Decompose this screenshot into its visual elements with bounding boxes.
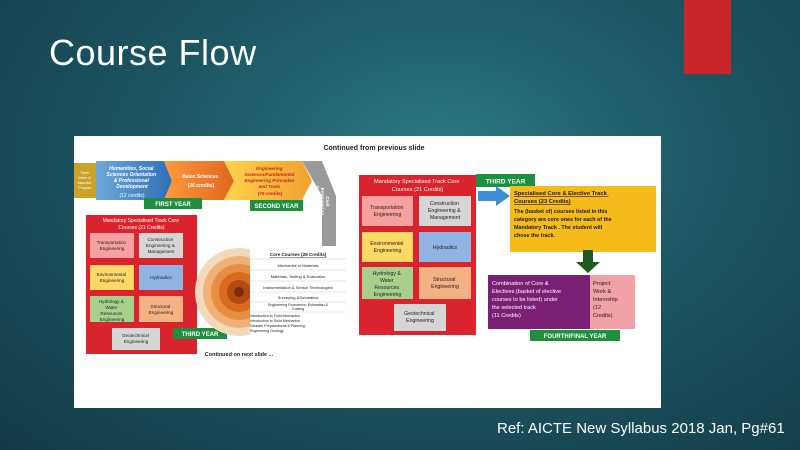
svg-text:Construction Engineering: Construction Engineering & Management	[146, 237, 176, 254]
svg-text:FIRST YEAR: FIRST YEAR	[155, 202, 191, 208]
svg-text:Humanities, Social Scien: Humanities, Social Sciences Orientation …	[106, 166, 157, 190]
svg-text:Geotechnical Engineering: Geotechnical Engineering	[122, 333, 150, 344]
right-hydraulics-box: Hydraulics	[419, 232, 471, 262]
induction-box: Three Week of Induction Program	[74, 163, 96, 198]
blue-arrow	[478, 186, 510, 206]
svg-text:Environmental Engineerin: Environmental Engineering	[370, 241, 405, 254]
svg-text:Costing: Costing	[292, 307, 304, 311]
svg-text:Structural Engineering: Structural Engineering	[431, 277, 459, 290]
svg-text:Core Courses (28 Credits): Core Courses (28 Credits)	[270, 252, 327, 257]
course-flow-figure: Continued from previous slide Three Week…	[74, 136, 661, 408]
svg-text:Hydrology & Water: Hydrology & Water Resources Engineering	[373, 271, 403, 298]
svg-text:Transportation Engineeri: Transportation Engineering	[97, 240, 128, 251]
green-down-arrow	[576, 250, 600, 273]
civil-core-chevron: Civil Engineering Core Courses (28 Credi…	[302, 161, 336, 246]
svg-text:Mandatory Specialised Track Co: Mandatory Specialised Track Core Courses…	[103, 218, 181, 231]
svg-text:Construction Engineering: Construction Engineering & Management	[428, 201, 462, 221]
right-environmental-box: Environmental Engineering	[362, 232, 413, 262]
svg-text:Engineering Sciences/Fun: Engineering Sciences/Fundamental Enginee…	[244, 166, 295, 196]
svg-text:Materials, Testing & Evaluatio: Materials, Testing & Evaluation	[271, 274, 326, 279]
svg-text:Combination of Core & El: Combination of Core & Electives (basket …	[492, 281, 563, 319]
continued-from-label: Continued from previous slide	[323, 145, 424, 152]
svg-text:Three Week of Indu: Three Week of Induction Program	[78, 171, 93, 190]
course-flow-diagram: Continued from previous slide Three Week…	[74, 145, 656, 358]
svg-text:Structural Engineering: Structural Engineering	[149, 304, 174, 315]
right-structural-box: Structural Engineering	[419, 267, 471, 299]
svg-text:Disaster Preparedness & Planni: Disaster Preparedness & Planning	[250, 324, 305, 328]
left-construction-box: Construction Engineering & Management	[139, 233, 183, 258]
elective-track-box: Specialised Core & Elective Track Course…	[510, 186, 656, 252]
accent-bar	[684, 0, 731, 74]
combination-box: Combination of Core & Electives (basket …	[488, 275, 590, 329]
left-hydraulics-box: Hydraulics	[139, 265, 183, 290]
svg-text:Hydrology & Water: Hydrology & Water Resources Engineering	[99, 299, 125, 322]
svg-text:Civil Engineering: Civil Engineering Core Courses (28 Credi…	[309, 186, 330, 219]
svg-text:FOURTH/FINAL YEAR: FOURTH/FINAL YEAR	[544, 334, 607, 340]
svg-text:Specialised Core & Elective Tr: Specialised Core & Elective Track Course…	[514, 191, 608, 205]
svg-text:Project Work & Int: Project Work & Internship (12 Credits)	[593, 281, 619, 319]
right-third-year-label: THIRD YEAR	[476, 174, 535, 187]
svg-text:Engineering Economics, Estimat: Engineering Economics, Estimation &	[268, 303, 329, 307]
right-hydrology-box: Hydrology & Water Resources Engineering	[362, 267, 413, 299]
svg-text:Hydraulics: Hydraulics	[150, 275, 172, 280]
svg-text:Transportation Engineeri: Transportation Engineering	[370, 205, 405, 218]
fourth-year-label: FOURTH/FINAL YEAR	[530, 330, 620, 341]
svg-text:THIRD YEAR: THIRD YEAR	[182, 332, 219, 338]
left-hydrology-box: Hydrology & Water Resources Engineering	[90, 296, 134, 322]
svg-text:(12 credits): (12 credits)	[119, 193, 144, 199]
svg-text:Engineering Geology: Engineering Geology	[250, 329, 284, 333]
left-geotechnical-box: Geotechnical Engineering	[112, 328, 160, 350]
continued-on-label: Continued on next slide ...	[205, 352, 274, 358]
svg-text:The (basket of) courses listed: The (basket of) courses listed in this c…	[514, 209, 613, 239]
core-list: Core Courses (28 Credits) Mechanics of M…	[250, 248, 346, 336]
svg-text:Geotechnical Engineering: Geotechnical Engineering	[404, 311, 436, 324]
right-geotechnical-box: Geotechnical Engineering	[394, 304, 446, 331]
svg-text:Mechanics of Materials: Mechanics of Materials	[278, 263, 319, 268]
svg-text:Hydraulics: Hydraulics	[433, 245, 458, 251]
svg-text:Environmental Engineerin: Environmental Engineering	[97, 272, 128, 283]
svg-text:Introduction to Fluid Mechanic: Introduction to Fluid Mechanics	[250, 314, 300, 318]
humanities-arrow: Humanities, Social Sciences Orientation …	[96, 161, 172, 200]
first-year-label: FIRST YEAR	[144, 198, 202, 209]
left-structural-box: Structural Engineering	[139, 296, 183, 322]
svg-text:Basic Sciences (26 credi: Basic Sciences (26 credits)	[182, 174, 220, 189]
svg-text:THIRD YEAR: THIRD YEAR	[486, 179, 526, 186]
svg-text:SECOND YEAR: SECOND YEAR	[255, 204, 300, 210]
second-year-label: SECOND YEAR	[250, 200, 303, 211]
project-box: Project Work & Internship (12 Credits)	[590, 275, 635, 329]
reference-text: Ref: AICTE New Syllabus 2018 Jan, Pg#61	[497, 420, 785, 437]
svg-text:Mandatory Specialised Track Co: Mandatory Specialised Track Core Courses…	[374, 179, 461, 193]
left-environmental-box: Environmental Engineering	[90, 265, 134, 290]
left-third-year-label: THIRD YEAR	[173, 328, 227, 339]
engineering-sciences-arrow: Engineering Sciences/Fundamental Enginee…	[224, 161, 312, 200]
svg-text:Introduction to Solid Mechanic: Introduction to Solid Mechanics	[250, 319, 300, 323]
basic-sciences-arrow: Basic Sciences (26 credits)	[164, 161, 234, 200]
slide-title: Course Flow	[49, 32, 257, 73]
svg-text:Surveying &Geomatics: Surveying &Geomatics	[278, 295, 319, 300]
svg-text:Instrumentation & Sensor Techn: Instrumentation & Sensor Technologies	[263, 285, 333, 290]
right-construction-box: Construction Engineering & Management	[419, 196, 471, 226]
right-transportation-box: Transportation Engineering	[362, 196, 413, 226]
left-transportation-box: Transportation Engineering	[90, 233, 134, 258]
